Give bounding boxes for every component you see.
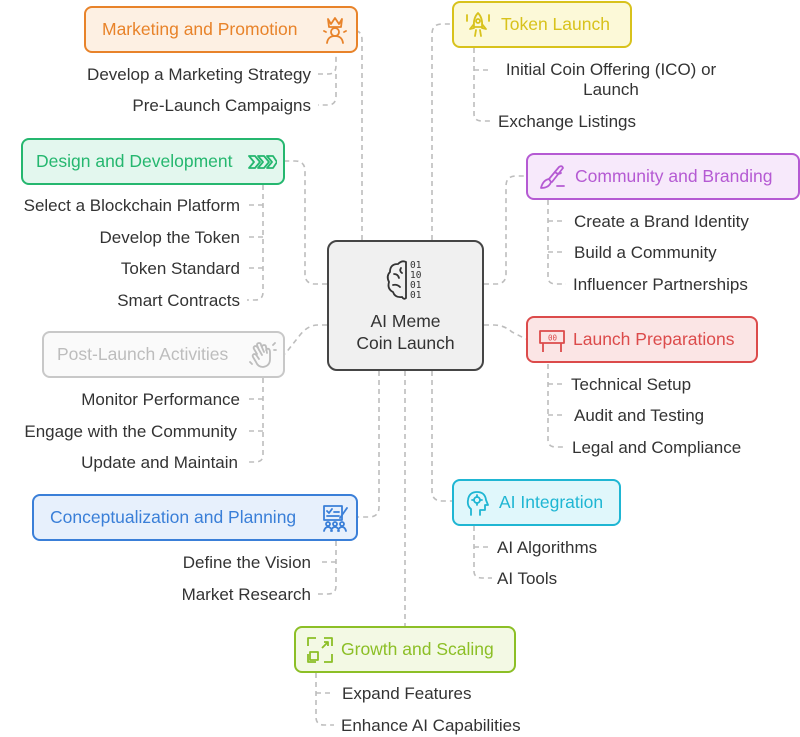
ai-head-gear-icon (466, 491, 489, 516)
flag-board-icon: 00 (539, 330, 565, 352)
connector-token (431, 23, 452, 240)
brain-binary-icon: 01 10 01 01 (386, 260, 422, 301)
central-topic-node[interactable]: 01 10 01 01 AI Meme Coin Launch (327, 240, 484, 371)
list-item-line2: Launch (583, 80, 639, 99)
branch-design-title: Design and Development (36, 151, 233, 171)
list-item: Define the Vision (182, 553, 311, 572)
binary-row-1: 01 (410, 260, 422, 271)
list-item: Initial Coin Offering (ICO) or Launch (498, 60, 724, 100)
connector-community (484, 175, 526, 285)
branch-ai-title: AI Integration (499, 492, 604, 512)
list-item: Update and Maintain (81, 453, 238, 472)
connector-concept (358, 371, 380, 518)
branch-launch-preparations[interactable]: 00 Launch Preparations (526, 316, 758, 363)
branch-community-title: Community and Branding (575, 166, 773, 186)
connector-post-launch (284, 324, 327, 355)
list-item: Token Standard (120, 259, 240, 278)
list-item: Engage with the Community (24, 422, 237, 441)
connector-ai (431, 371, 452, 502)
branch-token-launch[interactable]: Token Launch (452, 1, 632, 48)
connector-marketing (340, 29, 363, 240)
list-item: Develop a Marketing Strategy (87, 65, 311, 84)
list-item: Build a Community (574, 243, 717, 262)
item-bracket-token (473, 48, 492, 122)
item-bracket-growth (315, 673, 334, 726)
crown-person-icon (323, 17, 347, 44)
waving-hand-icon (249, 342, 277, 368)
connector-launch-prep (484, 324, 527, 340)
list-item: Monitor Performance (81, 390, 240, 409)
binary-row-4: 01 (410, 290, 422, 301)
list-item: Audit and Testing (574, 406, 705, 425)
binary-row-3: 01 (410, 280, 422, 291)
connector-design (285, 160, 327, 285)
central-topic-line1: AI Meme (370, 311, 441, 331)
expand-corners-icon (307, 637, 333, 663)
item-bracket-community (547, 200, 566, 285)
branch-post-launch[interactable]: Post-Launch Activities (42, 331, 285, 378)
list-item: Legal and Compliance (572, 438, 742, 457)
branch-post-launch-title: Post-Launch Activities (57, 344, 229, 364)
list-item: Pre-Launch Campaigns (132, 96, 311, 115)
binary-row-2: 10 (410, 270, 422, 281)
list-item: AI Tools (497, 569, 558, 588)
item-bracket-launch-prep (547, 364, 566, 448)
branch-concept-title: Conceptualization and Planning (50, 507, 297, 527)
list-item: Develop the Token (99, 228, 240, 247)
list-item: Market Research (181, 585, 311, 604)
branch-growth-title: Growth and Scaling (341, 639, 494, 659)
item-bracket-ai (473, 526, 492, 579)
list-item-line1: Initial Coin Offering (ICO) or (505, 60, 717, 79)
branch-marketing-title: Marketing and Promotion (102, 19, 298, 39)
list-item: Select a Blockchain Platform (23, 196, 240, 215)
planning-team-icon (323, 505, 348, 532)
item-bracket-marketing (318, 52, 337, 106)
list-item: Expand Features (342, 684, 472, 703)
branch-launch-prep-title: Launch Preparations (573, 329, 735, 349)
central-topic-line2: Coin Launch (356, 333, 455, 353)
branch-community-branding[interactable]: Community and Branding (526, 153, 800, 200)
list-item: Influencer Partnerships (573, 275, 748, 294)
branch-marketing[interactable]: Marketing and Promotion (84, 6, 358, 53)
list-item: Smart Contracts (117, 291, 240, 310)
list-item: Technical Setup (571, 375, 692, 394)
double-chevron-right-icon (248, 155, 277, 169)
item-bracket-post-launch (247, 378, 264, 463)
item-bracket-design (247, 185, 264, 301)
list-item: Create a Brand Identity (574, 212, 749, 231)
list-item: AI Algorithms (497, 538, 598, 557)
item-bracket-concept (318, 541, 337, 595)
branch-design-development[interactable]: Design and Development (21, 138, 285, 185)
list-item: Enhance AI Capabilities (341, 716, 521, 735)
rocket-coins-icon (466, 12, 490, 37)
branch-conceptualization[interactable]: Conceptualization and Planning (32, 494, 358, 541)
branch-token-title: Token Launch (501, 14, 610, 34)
list-item: Exchange Listings (498, 112, 636, 131)
branch-growth-scaling[interactable]: Growth and Scaling (294, 626, 516, 673)
branch-ai-integration[interactable]: AI Integration (452, 479, 621, 526)
brush-icon (540, 165, 565, 189)
svg-text:00: 00 (548, 334, 558, 343)
